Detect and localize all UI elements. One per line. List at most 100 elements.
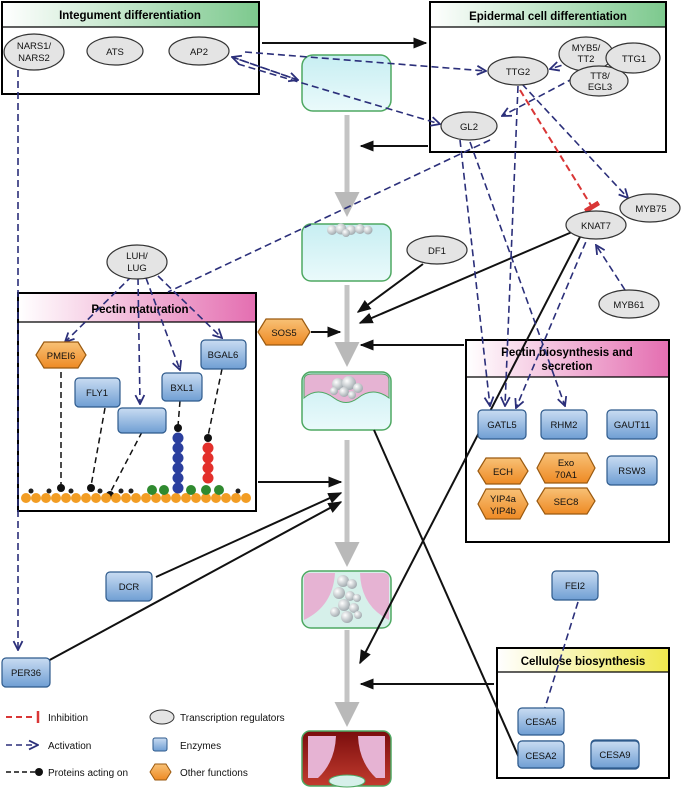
- epidermal-title: Epidermal cell differentiation: [469, 11, 627, 23]
- pectin-maturation-box: Pectin maturation: [17, 292, 257, 512]
- label-gl2: GL2: [460, 122, 478, 133]
- label-sec8: SEC8: [554, 497, 579, 508]
- acting-bgal6: [207, 368, 223, 437]
- label-per36: PER36: [11, 668, 41, 679]
- activation-ttg2-myb75: [521, 83, 628, 198]
- arabinan-chain: [172, 432, 184, 494]
- activation-gl2-pectin-maturation: [167, 139, 491, 293]
- label-bgal6: BGAL6: [208, 350, 239, 361]
- node-gatl5: [477, 409, 527, 440]
- label-exo-2: 70A1: [555, 470, 577, 481]
- regulator-labels: NARS1/ NARS2 ATS AP2 TTG2 MYB5/ TT2 TT8/…: [17, 41, 667, 311]
- label-yip-2: YIP4b: [490, 506, 516, 517]
- legend-regulator-swatch: [149, 709, 175, 725]
- activation-gl2-rhm2: [469, 141, 565, 406]
- regulator-nodes: [3, 33, 681, 319]
- legend-inhibition: Inhibition: [48, 713, 88, 724]
- legend-other-functions: Other functions: [180, 768, 248, 779]
- node-cesa9: [590, 739, 640, 770]
- activation-stage-ap2: [232, 57, 299, 81]
- acting-on-lines: [60, 368, 223, 494]
- label-rhm2: RHM2: [551, 420, 578, 431]
- label-nars-1: NARS1/: [17, 41, 52, 52]
- node-dcr: [105, 571, 153, 602]
- activation-myb-gl2: [502, 77, 575, 116]
- cell-stage-5: [301, 730, 392, 788]
- legend-activation: Activation: [48, 741, 91, 752]
- other-function-labels: PMEI6 SOS5 ECH Exo 70A1 YIP4a YIP4b SEC8: [47, 328, 579, 517]
- pectin-maturation-title: Pectin maturation: [91, 304, 188, 316]
- node-per36: [1, 657, 51, 688]
- activation-luh-bxl1: [145, 277, 180, 370]
- node-nars: [3, 33, 65, 71]
- label-dcr: DCR: [119, 582, 140, 593]
- black-arrows: [45, 37, 581, 761]
- node-gl2: [440, 111, 498, 141]
- acting-sbt: [109, 431, 143, 494]
- pectin-polymer: [21, 432, 251, 503]
- label-myb75: MYB75: [635, 204, 666, 215]
- label-ats: ATS: [106, 47, 124, 58]
- node-fei2: [551, 570, 599, 601]
- label-myb5-1: MYB5/: [572, 43, 601, 54]
- pectin-biosynthesis-title-2: secretion: [541, 361, 592, 373]
- backbone-residues: [21, 493, 251, 503]
- legend-proteins-acting-on: Proteins acting on: [48, 768, 128, 779]
- label-gaut11: GAUT11: [614, 420, 650, 431]
- activation-ap2-gl2: [237, 63, 440, 124]
- label-df1: DF1: [428, 246, 446, 257]
- acting-dot: [87, 484, 95, 492]
- node-bxl1: [161, 372, 203, 402]
- activation-luh-sbt: [138, 277, 140, 404]
- label-pmei6: PMEI6: [47, 351, 76, 362]
- legend-enzyme-swatch: [152, 737, 168, 752]
- line-cesa5-to-stage: [373, 429, 521, 761]
- acting-on-dots: [57, 424, 212, 499]
- acting-dot: [204, 434, 212, 442]
- activation-arrows: [18, 51, 628, 730]
- legend-enzymes: Enzymes: [180, 741, 221, 752]
- node-rsw3: [606, 455, 658, 486]
- label-luh-1: LUH/: [126, 251, 148, 262]
- label-tt8-1: TT8/: [590, 71, 610, 82]
- pectin-biosynthesis-title-1: Pectin biosynthesis and: [501, 347, 633, 359]
- label-myb61: MYB61: [613, 300, 644, 311]
- label-nars-2: NARS2: [18, 53, 50, 64]
- methyl-groups: [28, 488, 241, 494]
- node-tt8: [569, 65, 629, 97]
- label-sos5: SOS5: [271, 328, 296, 339]
- branch-residues: [147, 485, 224, 495]
- activation-myb61-knat7: [596, 245, 626, 291]
- arrow-df1: [356, 263, 424, 313]
- label-ap2: AP2: [190, 47, 208, 58]
- label-bxl1: BXL1: [170, 383, 193, 394]
- node-sec8: [536, 487, 596, 515]
- node-myb75: [619, 193, 681, 223]
- acting-bxl1: [177, 400, 181, 427]
- cell-stage-2: [301, 223, 392, 282]
- node-yip: [477, 488, 529, 520]
- arrow-per36: [45, 501, 343, 663]
- node-exo: [536, 452, 596, 484]
- activation-knat7-gatl5: [516, 231, 591, 408]
- node-knat7: [565, 210, 627, 240]
- label-tt8-2: EGL3: [588, 82, 612, 93]
- arrow-knat7-to-cellulose-stage: [359, 236, 581, 665]
- galactan-chain: [202, 442, 214, 484]
- cell-stage-1: [301, 54, 392, 112]
- acting-fly1: [90, 407, 106, 487]
- label-yip-1: YIP4a: [490, 494, 517, 505]
- other-function-nodes: [35, 318, 596, 520]
- enzyme-nodes: [1, 339, 658, 770]
- activation-ttg2-gatl5: [505, 85, 519, 406]
- integument-title: Integument differentiation: [59, 10, 201, 22]
- activation-luh-bgal6: [157, 275, 222, 338]
- legend-acting-dot: [35, 768, 43, 776]
- label-fly1: FLY1: [86, 388, 108, 399]
- node-df1: [406, 235, 468, 265]
- label-ech: ECH: [493, 467, 513, 478]
- cell-stage-3: [301, 371, 392, 431]
- enzyme-labels: FLY1 BXL1 BGAL6 GATL5 RHM2 GAUT11 RSW3 D…: [11, 350, 650, 679]
- activation-ap2-ttg2: [244, 51, 486, 71]
- node-ats: [86, 36, 144, 66]
